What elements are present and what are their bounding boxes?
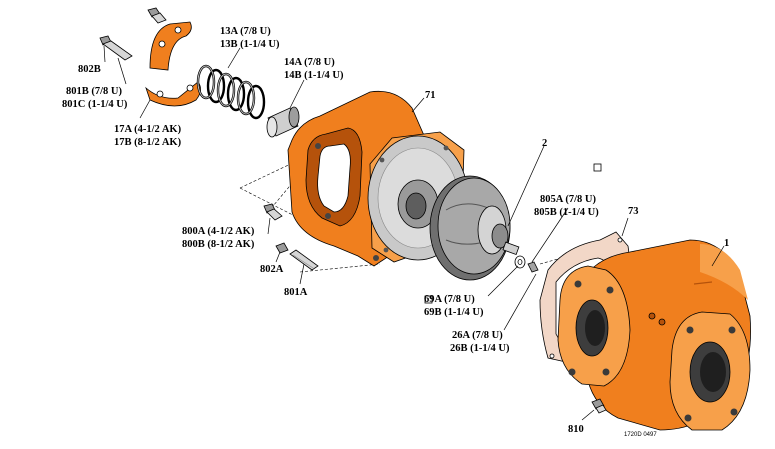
label-14b: 14B (1-1/4 U) [284,70,344,81]
label-13b: 13B (1-1/4 U) [220,39,280,50]
label-1: 1 [724,238,729,249]
label-801a: 801A [284,287,308,298]
bolt-802a-icon [275,242,289,254]
label-805a: 805A (7/8 U) [540,194,597,205]
clamp-upper-icon [149,21,192,71]
label-800b: 800B (8-1/2 AK) [182,239,255,250]
label-73: 73 [628,206,639,217]
label-13a: 13A (7/8 U) [220,26,271,37]
label-17a: 17A (4-1/2 AK) [114,124,182,135]
leader-lines [103,45,725,421]
impeller-icon [429,175,520,281]
drain-plug-810-icon [591,398,607,414]
label-71: 71 [425,90,436,101]
label-17b: 17B (8-1/2 AK) [114,137,182,148]
label-2: 2 [542,138,547,149]
label-801c: 801C (1-1/4 U) [62,99,128,110]
label-69b: 69B (1-1/4 U) [424,307,484,318]
spring-icon [196,64,266,120]
label-26b: 26B (1-1/4 U) [450,343,510,354]
marker-square [593,163,602,172]
label-801b: 801B (7/8 U) [66,86,123,97]
label-810: 810 [568,424,584,435]
clamp-lower-icon [145,81,201,107]
stud-801a-icon [289,249,319,271]
marker-square [424,295,433,304]
label-805b: 805B (1-1/4 U) [534,207,599,218]
part-labels: 802B 801B (7/8 U) 801C (1-1/4 U) 13A (7/… [62,26,729,438]
screw-top-icon [147,7,167,24]
bolt-800-icon [263,203,283,221]
label-69a: 69A (7/8 U) [424,294,475,305]
label-800a: 800A (4-1/2 AK) [182,226,255,237]
washer-icon [514,255,539,273]
label-802b: 802B [78,64,101,75]
label-802a: 802A [260,264,284,275]
bolt-802b-icon [99,35,133,61]
pump-casing-icon [557,239,751,431]
drawing-code: 1720D 0497 [624,432,657,438]
label-14a: 14A (7/8 U) [284,57,335,68]
label-26a: 26A (7/8 U) [452,330,503,341]
sleeve-icon [266,106,300,138]
